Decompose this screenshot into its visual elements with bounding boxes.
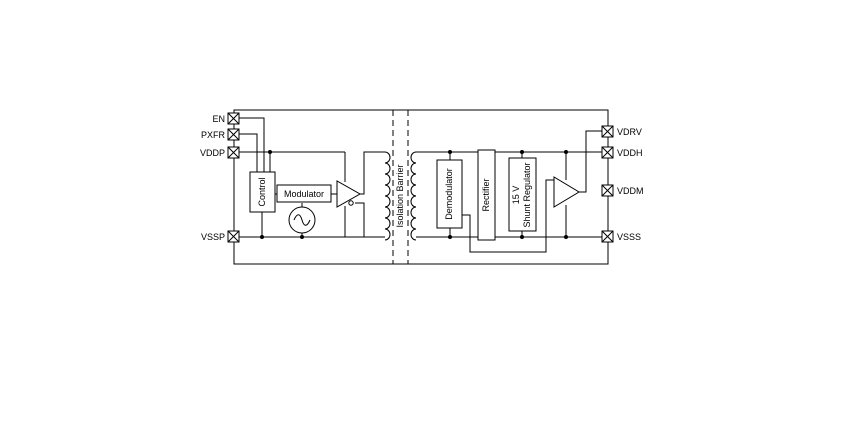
junction-dot (268, 150, 272, 154)
isolation-barrier-label: Isolation Barrier (395, 164, 405, 227)
control-block (249, 171, 276, 213)
output-driver-icon (553, 176, 580, 208)
pin-vddp[interactable]: VDDP (200, 146, 240, 159)
control-label: Control (257, 177, 267, 206)
rectifier-label: Rectifier (481, 178, 491, 211)
pin-vdrv[interactable]: VDRV (601, 125, 642, 138)
pin-vddm-label: VDDM (617, 186, 644, 196)
shunt-regulator-block (508, 157, 537, 232)
modulator-label: Modulator (284, 189, 324, 199)
junction-dot (564, 150, 568, 154)
junction-dot (260, 235, 264, 239)
junction-dot (300, 235, 304, 239)
modulator-block (276, 184, 332, 203)
regulator-label-line2: Shunt Regulator (522, 162, 532, 227)
pin-en[interactable]: EN (212, 112, 240, 125)
primary-coil-icon (384, 151, 391, 241)
pin-vssp[interactable]: VSSP (201, 230, 240, 243)
pin-vsss[interactable]: VSSS (601, 230, 641, 243)
junction-dot (564, 235, 568, 239)
pin-vsss-label: VSSS (617, 232, 641, 242)
pin-pxfr-label: PXFR (201, 130, 226, 140)
secondary-coil-icon (410, 151, 417, 241)
junction-dot (520, 235, 524, 239)
pin-vddh-label: VDDH (617, 148, 643, 158)
pin-vssp-label: VSSP (201, 232, 225, 242)
regulator-label-line1: 15 V (511, 186, 521, 205)
junction-dot (448, 235, 452, 239)
junction-dot (520, 150, 524, 154)
junction-dot (448, 150, 452, 154)
rectifier-block (477, 149, 496, 241)
driver-buffer-icon (336, 180, 362, 208)
pin-vddm[interactable]: VDDM (601, 184, 644, 197)
secondary-wiring (416, 130, 602, 253)
pin-pxfr[interactable]: PXFR (201, 128, 240, 141)
demodulator-block (436, 159, 463, 229)
pin-vdrv-label: VDRV (617, 127, 642, 137)
pin-en-label: EN (212, 114, 225, 124)
demodulator-label: Demodulator (444, 168, 454, 220)
pin-vddh[interactable]: VDDH (601, 146, 643, 159)
oscillator-icon (288, 206, 316, 234)
pin-vddp-label: VDDP (200, 148, 225, 158)
